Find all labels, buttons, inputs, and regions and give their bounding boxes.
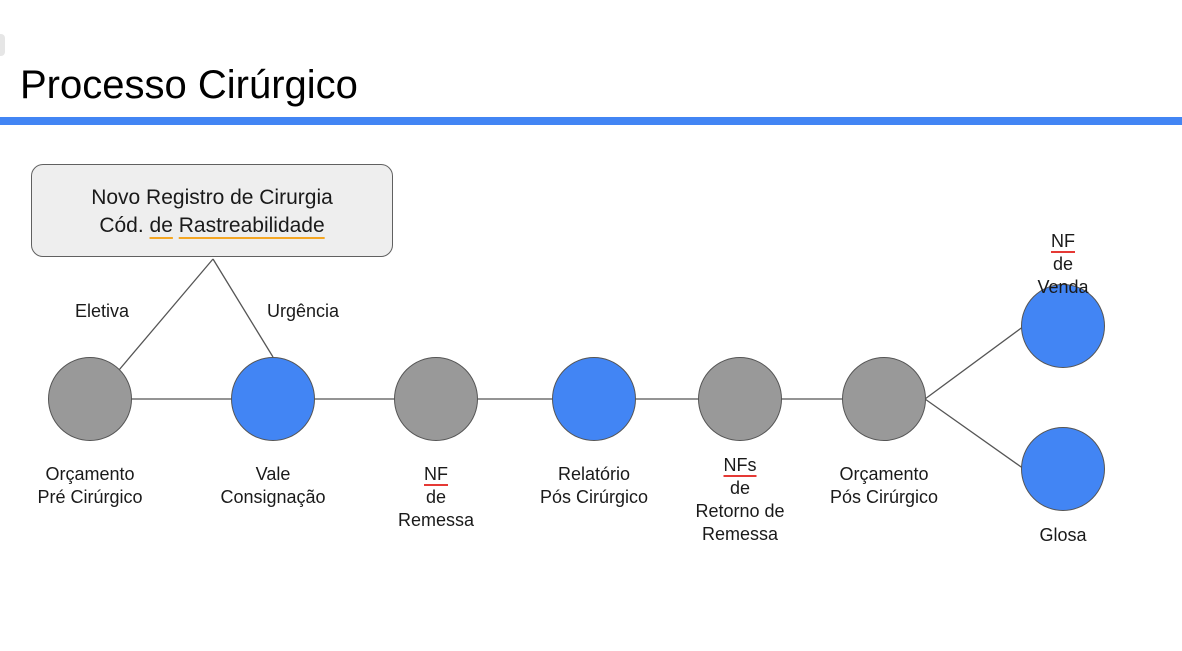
label-nf-venda: NF de Venda bbox=[1037, 230, 1088, 299]
page-title: Processo Cirúrgico bbox=[20, 63, 358, 107]
label-nf-venda-line2: Venda bbox=[1037, 277, 1089, 297]
node-nf-remessa bbox=[394, 357, 478, 441]
label-nf-remessa-de: de bbox=[425, 487, 447, 507]
label-orcamento-pre-line1: Orçamento bbox=[45, 464, 135, 484]
register-box-line1: Novo Registro de Cirurgia bbox=[91, 186, 333, 209]
label-nf-venda-nf: NF bbox=[1051, 231, 1075, 251]
label-orcamento-pos-line2: Pós Cirúrgico bbox=[829, 487, 939, 507]
node-orcamento-pre bbox=[48, 357, 132, 441]
label-relatorio-pos: Relatório Pós Cirúrgico bbox=[540, 463, 648, 509]
register-box-rastreabilidade: Rastreabilidade bbox=[178, 214, 325, 237]
label-nf-remessa-nf: NF bbox=[424, 464, 448, 484]
edge-label-eletiva: Eletiva bbox=[74, 301, 130, 321]
node-glosa bbox=[1021, 427, 1105, 511]
label-orcamento-pre: Orçamento Pré Cirúrgico bbox=[37, 463, 142, 509]
label-orcamento-pos: Orçamento Pós Cirúrgico bbox=[830, 463, 938, 509]
label-nfs-retorno-line3: Remessa bbox=[701, 524, 779, 544]
label-nf-remessa-line2: Remessa bbox=[397, 510, 475, 530]
label-nf-venda-line1: NF de bbox=[1037, 230, 1088, 276]
label-nfs-retorno-de: de bbox=[729, 478, 751, 498]
label-relatorio-line2: Pós Cirúrgico bbox=[539, 487, 649, 507]
connector-to-nf-venda bbox=[924, 325, 1025, 400]
label-nf-remessa: NF de Remessa bbox=[398, 463, 474, 532]
node-relatorio-pos bbox=[552, 357, 636, 441]
label-orcamento-pre-line2: Pré Cirúrgico bbox=[37, 487, 143, 507]
label-nfs-retorno: NFs de Retorno de Remessa bbox=[695, 454, 784, 546]
node-nf-venda bbox=[1021, 284, 1105, 368]
title-divider bbox=[0, 117, 1182, 125]
new-surgery-register-box: Novo Registro de Cirurgia Cód. de Rastre… bbox=[31, 164, 393, 257]
register-box-de: de bbox=[149, 214, 173, 237]
register-box-cod: Cód. bbox=[99, 214, 144, 237]
register-box-line2: Cód. de Rastreabilidade bbox=[32, 212, 392, 240]
connector-box-to-vale bbox=[212, 258, 274, 358]
connector-to-glosa bbox=[924, 398, 1025, 470]
label-nf-venda-de: de bbox=[1052, 254, 1074, 274]
connector-box-to-orcamento-pre bbox=[118, 258, 214, 371]
slide-corner-mark bbox=[0, 34, 5, 56]
label-relatorio-line1: Relatório bbox=[557, 464, 631, 484]
label-orcamento-pos-line1: Orçamento bbox=[839, 464, 929, 484]
node-orcamento-pos bbox=[842, 357, 926, 441]
label-nfs-retorno-nfs: NFs bbox=[723, 455, 757, 475]
edge-label-urgencia: Urgência bbox=[266, 301, 340, 321]
label-vale-consignacao: Vale Consignação bbox=[220, 463, 325, 509]
node-vale-consignacao bbox=[231, 357, 315, 441]
label-nfs-retorno-line1: NFs de bbox=[695, 454, 784, 500]
label-glosa-line1: Glosa bbox=[1039, 525, 1087, 545]
label-glosa: Glosa bbox=[1039, 524, 1086, 547]
label-vale-line1: Vale bbox=[255, 464, 291, 484]
node-nfs-retorno bbox=[698, 357, 782, 441]
label-nf-remessa-line1: NF de bbox=[398, 463, 474, 509]
label-nfs-retorno-line2: Retorno de bbox=[695, 501, 785, 521]
label-vale-line2: Consignação bbox=[220, 487, 326, 507]
